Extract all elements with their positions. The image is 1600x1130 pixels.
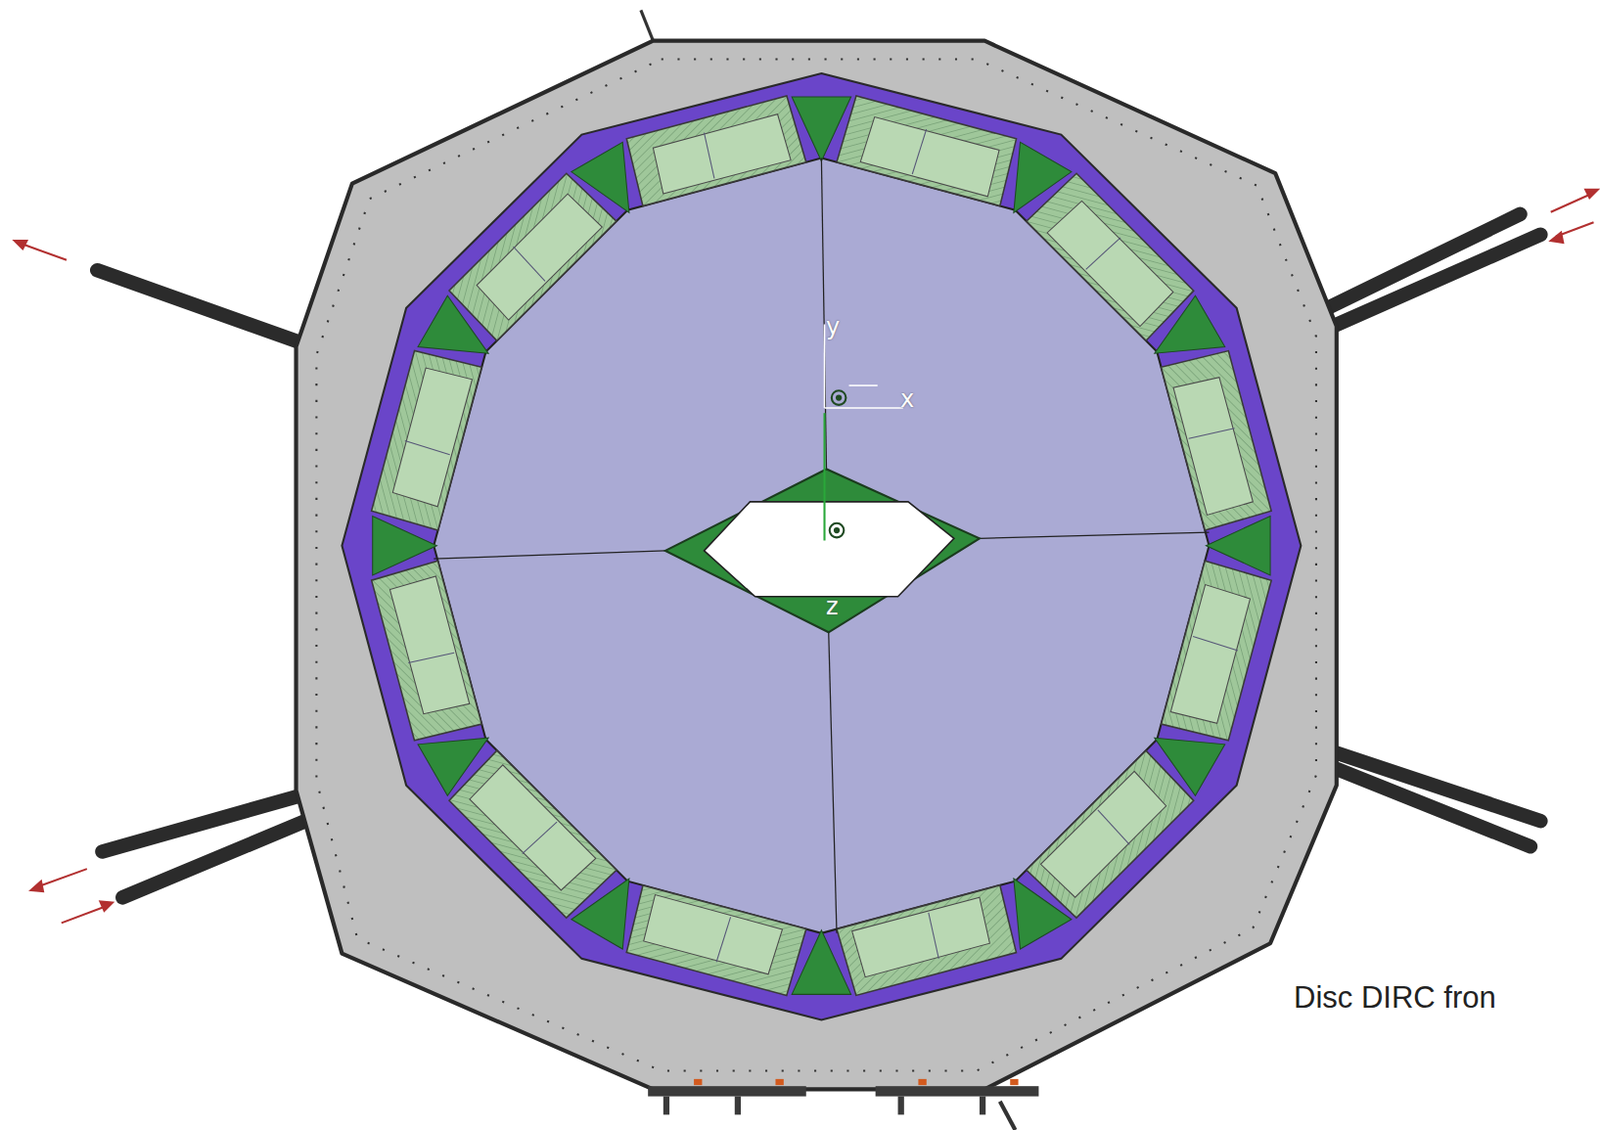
axis-label: y	[825, 315, 840, 339]
axis-label: x	[900, 387, 915, 412]
figure-caption: Disc DIRC fron	[1293, 982, 1497, 1013]
axis-label: z	[825, 594, 839, 619]
